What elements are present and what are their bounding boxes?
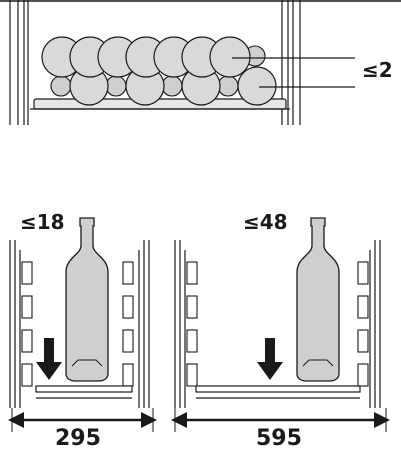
left-shelf-capacity-label: ≤18	[20, 210, 65, 234]
left-shelf-width-label: 295	[55, 426, 101, 451]
right-shelf-illustration	[171, 217, 390, 432]
top-shelf-illustration	[0, 0, 401, 125]
top-shelf-capacity-label: ≤2	[362, 58, 393, 82]
left-shelf-illustration	[8, 217, 157, 432]
right-shelf-capacity-label: ≤48	[243, 210, 288, 234]
right-shelf-width-label: 595	[256, 426, 302, 451]
